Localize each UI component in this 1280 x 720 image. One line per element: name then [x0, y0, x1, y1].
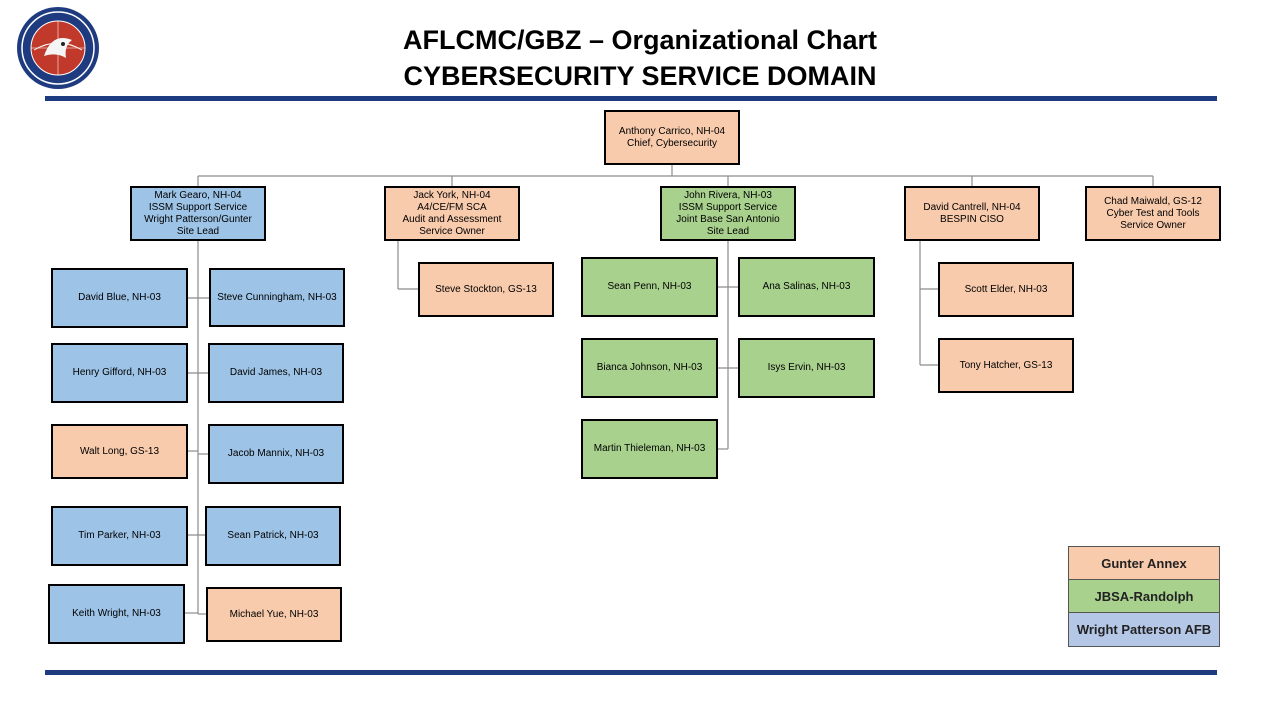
page-title: AFLCMC/GBZ – Organizational Chart CYBERS…	[0, 22, 1280, 94]
node-steve-cunningham: Steve Cunningham, NH-03	[209, 268, 345, 327]
node-tony-hatcher: Tony Hatcher, GS-13	[938, 338, 1074, 393]
node-ana-salinas: Ana Salinas, NH-03	[738, 257, 875, 317]
location-legend: Gunter Annex JBSA-Randolph Wright Patter…	[1068, 546, 1220, 647]
node-jacob-mannix: Jacob Mannix, NH-03	[208, 424, 344, 484]
node-keith-wright: Keith Wright, NH-03	[48, 584, 185, 644]
node-jack-york: Jack York, NH-04 A4/CE/FM SCA Audit and …	[384, 186, 520, 241]
node-david-james: David James, NH-03	[208, 343, 344, 403]
node-mark-gearo: Mark Gearo, NH-04 ISSM Support Service W…	[130, 186, 266, 241]
node-tim-parker: Tim Parker, NH-03	[51, 506, 188, 566]
node-david-cantrell: David Cantrell, NH-04 BESPIN CISO	[904, 186, 1040, 241]
title-line-1: AFLCMC/GBZ – Organizational Chart	[402, 25, 878, 55]
node-sean-penn: Sean Penn, NH-03	[581, 257, 718, 317]
title-line-2: CYBERSECURITY SERVICE DOMAIN	[403, 61, 877, 91]
legend-jbsa-randolph: JBSA-Randolph	[1069, 580, 1219, 613]
node-steve-stockton: Steve Stockton, GS-13	[418, 262, 554, 317]
node-chad-maiwald: Chad Maiwald, GS-12 Cyber Test and Tools…	[1085, 186, 1221, 241]
node-isys-ervin: Isys Ervin, NH-03	[738, 338, 875, 398]
node-martin-thieleman: Martin Thieleman, NH-03	[581, 419, 718, 479]
node-john-rivera: John Rivera, NH-03 ISSM Support Service …	[660, 186, 796, 241]
organization-seal-logo	[17, 7, 99, 89]
node-bianca-johnson: Bianca Johnson, NH-03	[581, 338, 718, 398]
legend-gunter-annex: Gunter Annex	[1069, 547, 1219, 580]
node-scott-elder: Scott Elder, NH-03	[938, 262, 1074, 317]
node-anthony-carrico: Anthony Carrico, NH-04 Chief, Cybersecur…	[604, 110, 740, 165]
node-michael-yue: Michael Yue, NH-03	[206, 587, 342, 642]
node-henry-gifford: Henry Gifford, NH-03	[51, 343, 188, 403]
top-divider	[45, 96, 1217, 101]
node-walt-long: Walt Long, GS-13	[51, 424, 188, 479]
legend-wright-patterson-afb: Wright Patterson AFB	[1069, 613, 1219, 646]
node-david-blue: David Blue, NH-03	[51, 268, 188, 328]
bottom-divider	[45, 670, 1217, 675]
node-sean-patrick: Sean Patrick, NH-03	[205, 506, 341, 566]
